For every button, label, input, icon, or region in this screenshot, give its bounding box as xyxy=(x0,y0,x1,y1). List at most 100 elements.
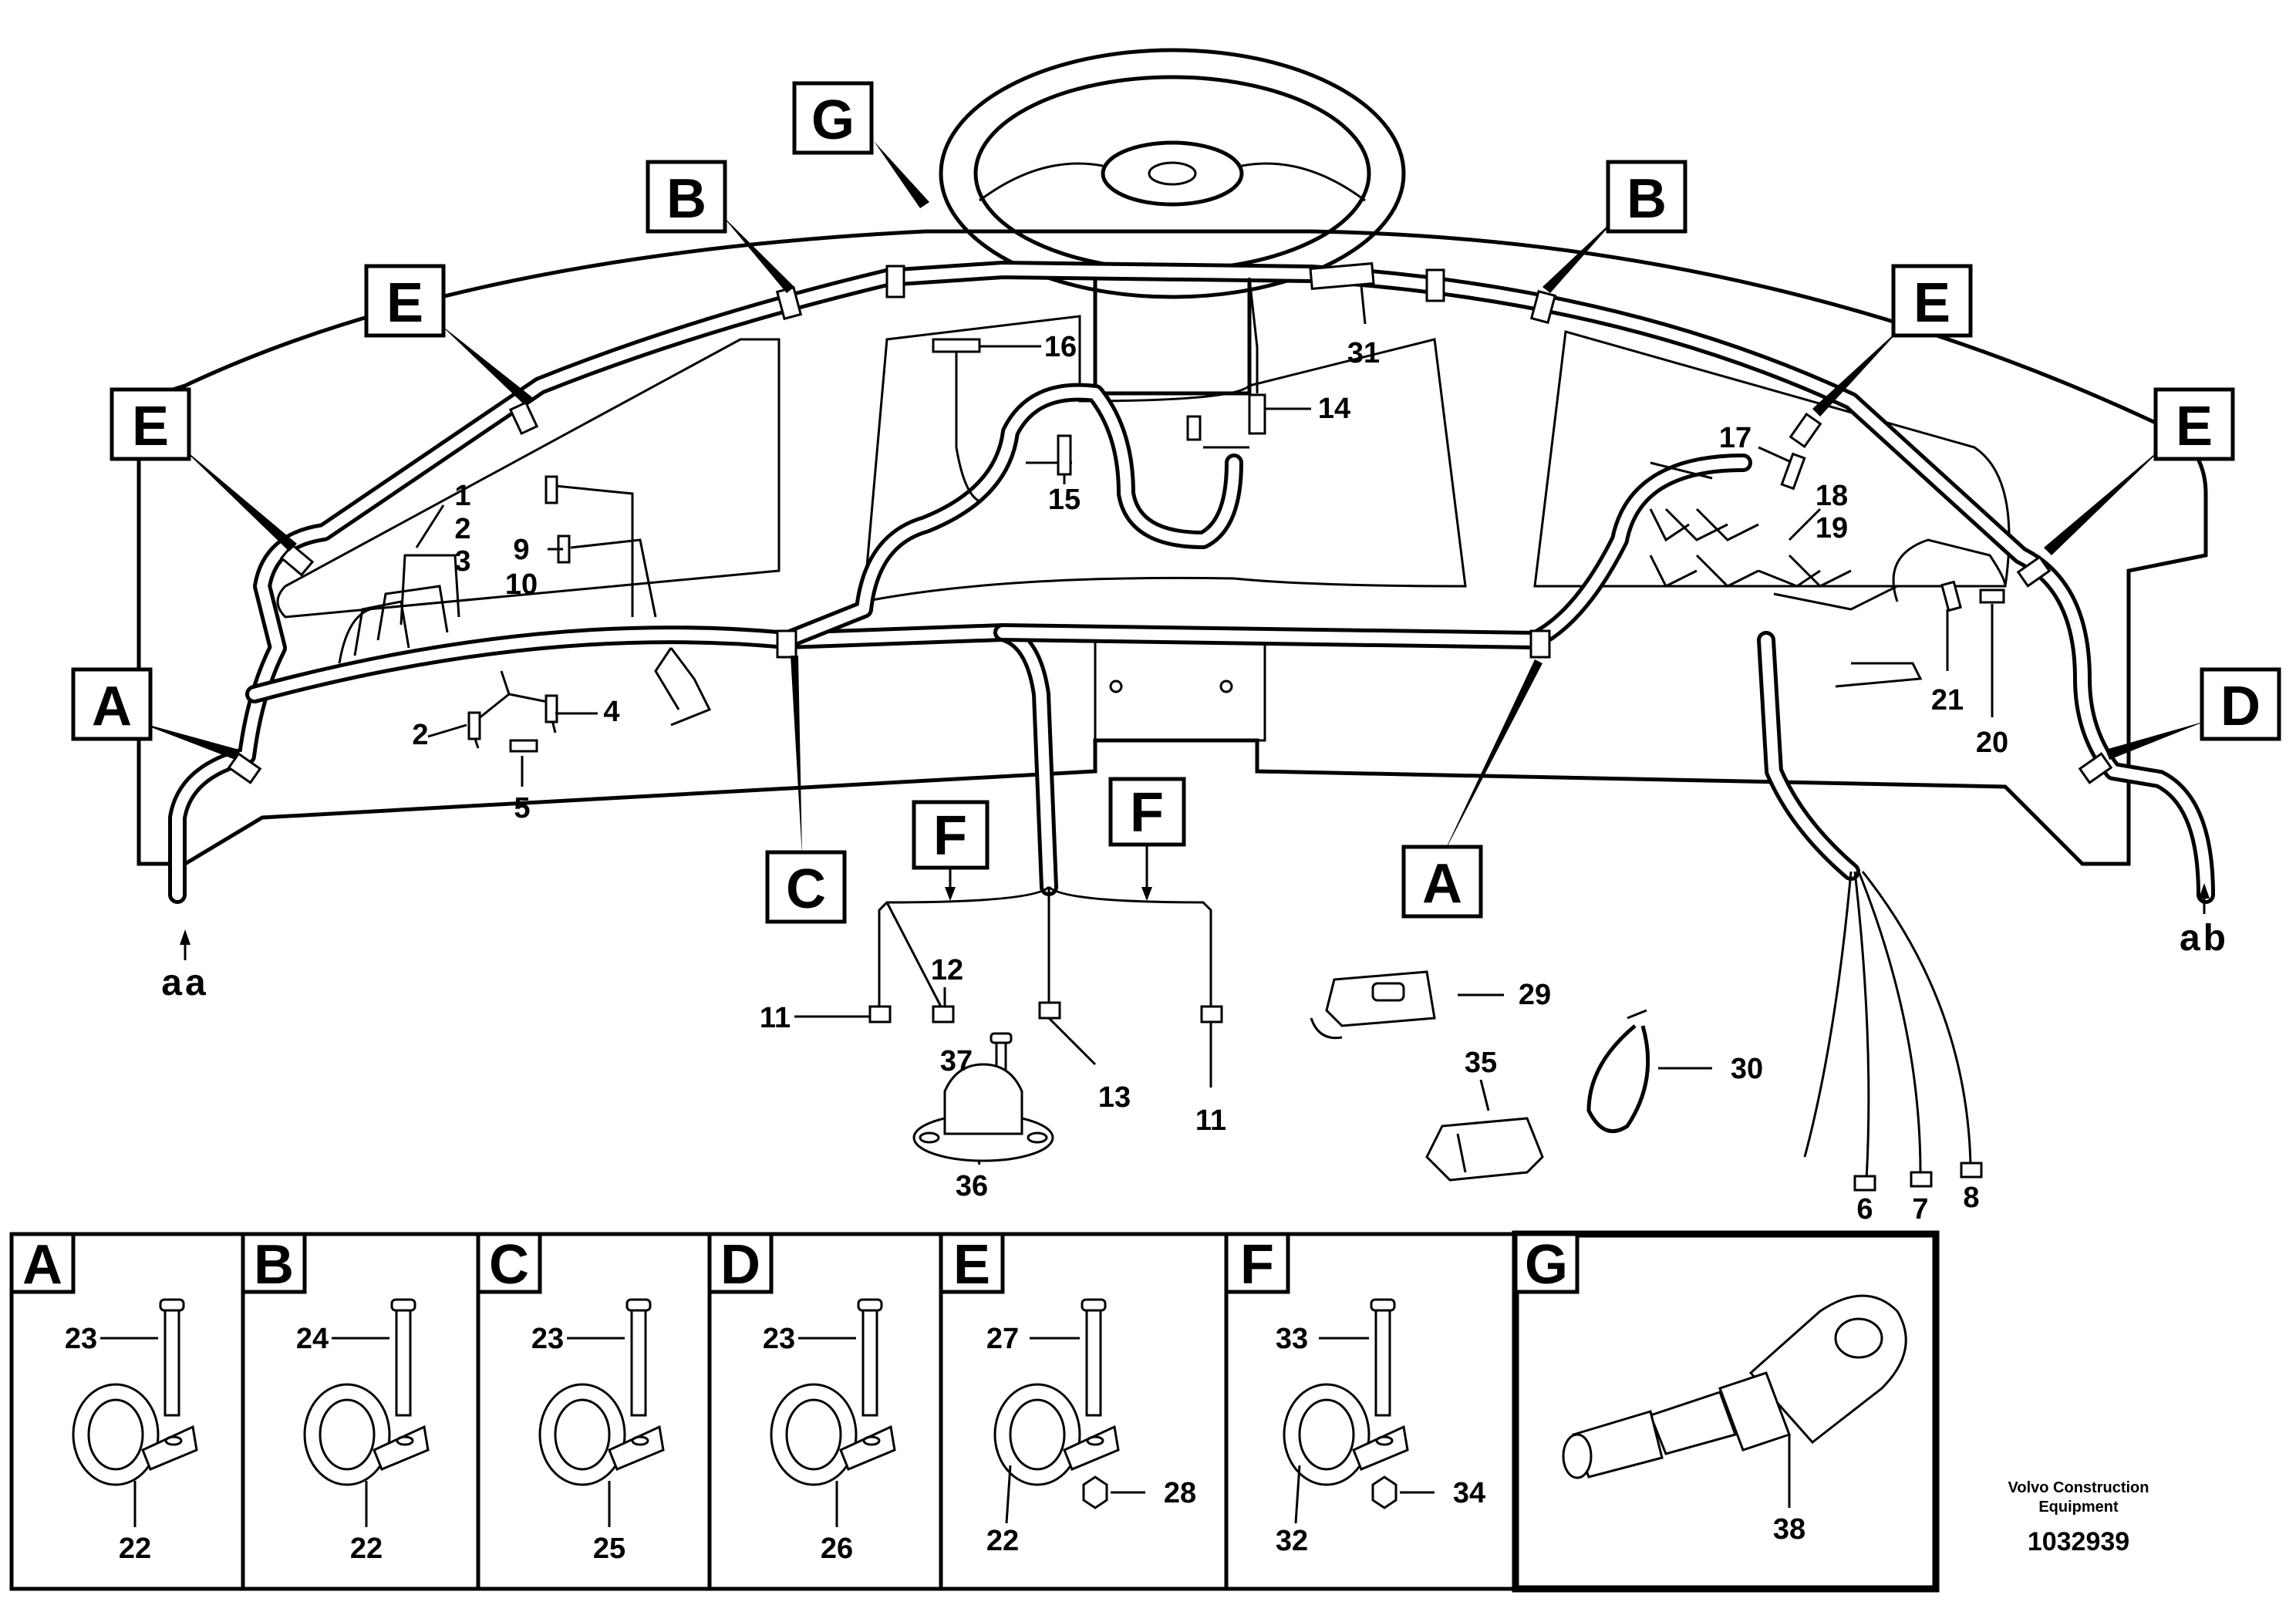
svg-text:28: 28 xyxy=(1164,1477,1196,1509)
connector-12-icon xyxy=(932,1005,955,1023)
letter-callouts: G B B E E E E A xyxy=(71,81,2281,924)
svg-text:C: C xyxy=(786,858,826,920)
grommet-base-36-icon xyxy=(912,1063,1054,1162)
detail-panel-d: D 23 26 xyxy=(707,1232,943,1591)
ring-terminal-sensor-icon xyxy=(1562,1294,1907,1479)
svg-text:G: G xyxy=(1525,1234,1568,1296)
svg-text:26: 26 xyxy=(821,1533,853,1565)
harness-end-wires xyxy=(1803,871,1983,1192)
svg-text:B: B xyxy=(1627,168,1667,230)
callout-e-left: E xyxy=(110,387,191,461)
left-connector-cluster xyxy=(338,475,712,753)
part-label-5: 5 xyxy=(514,792,530,824)
callout-b-right: B xyxy=(1606,160,1687,234)
leader-lines xyxy=(415,285,1994,1165)
part-label-9: 9 xyxy=(513,534,529,566)
callout-e-right: E xyxy=(2153,387,2235,461)
svg-text:E: E xyxy=(132,396,169,457)
callout-e-right-top: E xyxy=(1891,264,1973,338)
part-label-12: 12 xyxy=(931,954,963,986)
part-label-15: 15 xyxy=(1048,484,1081,516)
connector-11-left-icon xyxy=(868,1005,892,1023)
part-label-6: 6 xyxy=(1856,1193,1873,1226)
loose-parts xyxy=(912,970,1650,1182)
detail-panel-e: E 27 22 28 xyxy=(939,1232,1229,1591)
part-label-1: 1 xyxy=(454,480,470,512)
clip-35-icon xyxy=(1425,1117,1544,1182)
callout-pointers xyxy=(135,141,2206,856)
svg-text:E: E xyxy=(2176,396,2213,457)
brand-line-2: Equipment xyxy=(2038,1499,2119,1516)
part-label-14: 14 xyxy=(1318,393,1350,425)
part-label-11-left: 11 xyxy=(760,1002,791,1034)
svg-text:D: D xyxy=(2220,676,2261,737)
svg-text:F: F xyxy=(1240,1234,1274,1296)
svg-text:23: 23 xyxy=(65,1323,97,1355)
svg-text:E: E xyxy=(386,272,423,334)
right-connector-cluster xyxy=(1649,452,2007,688)
detail-panel-b: B 24 22 xyxy=(241,1232,480,1591)
part-label-21: 21 xyxy=(1931,684,1964,717)
clamp-screw-icon xyxy=(770,1298,896,1486)
callout-g-top: G xyxy=(792,81,874,155)
callout-f-left: F xyxy=(912,800,990,901)
svg-text:23: 23 xyxy=(531,1323,564,1355)
clamp-screw-icon xyxy=(303,1298,430,1486)
callout-c-mid: C xyxy=(765,850,847,924)
callout-a-left: A xyxy=(71,667,153,741)
connector-6-icon xyxy=(1853,1175,1876,1192)
callout-e-left-top: E xyxy=(364,264,446,338)
detail-panel-g: G 38 xyxy=(1512,1230,1940,1593)
part-label-37: 37 xyxy=(940,1045,973,1077)
clamp-screw-nut-icon xyxy=(1283,1298,1409,1509)
part-label-31: 31 xyxy=(1347,337,1380,369)
part-label-2a: 2 xyxy=(454,513,470,545)
part-label-19: 19 xyxy=(1816,512,1848,545)
cable-tie-30-icon xyxy=(1586,1009,1650,1134)
footer: Volvo Construction Equipment 1032939 xyxy=(2008,1479,2149,1556)
svg-text:24: 24 xyxy=(296,1323,329,1355)
svg-text:32: 32 xyxy=(1276,1525,1308,1557)
svg-text:G: G xyxy=(811,89,855,151)
svg-text:22: 22 xyxy=(986,1525,1019,1557)
part-label-35: 35 xyxy=(1465,1047,1497,1079)
steering-wheel xyxy=(939,48,1406,396)
part-number-labels: 1 2 3 9 10 2 4 5 16 15 14 31 17 18 19 21… xyxy=(412,331,2008,1226)
svg-text:F: F xyxy=(933,805,967,867)
svg-text:27: 27 xyxy=(986,1323,1019,1355)
center-connectors xyxy=(932,277,1266,503)
clamp-screw-nut-icon xyxy=(993,1298,1120,1509)
harness-end-aa: aa xyxy=(161,963,208,1003)
detail-panels: A 23 22 B xyxy=(9,1230,1940,1593)
svg-text:E: E xyxy=(1913,272,1950,334)
svg-text:B: B xyxy=(666,168,706,230)
svg-text:B: B xyxy=(254,1234,294,1296)
part-label-3: 3 xyxy=(454,545,470,578)
svg-text:D: D xyxy=(720,1234,760,1296)
harness-end-labels: aa ab xyxy=(161,883,2226,1003)
main-harness xyxy=(168,261,2215,904)
svg-text:F: F xyxy=(1130,782,1164,844)
svg-text:A: A xyxy=(92,676,132,737)
part-label-10: 10 xyxy=(505,568,538,601)
svg-text:38: 38 xyxy=(1773,1513,1805,1546)
part-label-18: 18 xyxy=(1816,480,1848,512)
document-number: 1032939 xyxy=(2028,1527,2129,1556)
part-label-36: 36 xyxy=(956,1170,988,1202)
svg-text:C: C xyxy=(489,1234,529,1296)
f-branch-wires xyxy=(868,885,1223,1023)
svg-text:23: 23 xyxy=(763,1323,795,1355)
part-label-2b: 2 xyxy=(412,719,428,751)
part-label-16: 16 xyxy=(1044,331,1077,363)
brand-line-1: Volvo Construction xyxy=(2008,1479,2149,1496)
part-label-13: 13 xyxy=(1098,1081,1131,1114)
part-label-30: 30 xyxy=(1731,1053,1763,1085)
callout-a-right: A xyxy=(1401,845,1483,919)
clip-29-icon xyxy=(1310,970,1436,1040)
svg-text:E: E xyxy=(953,1234,990,1296)
detail-panel-f: F 33 32 34 xyxy=(1224,1232,1518,1591)
detail-panel-c: C 23 25 xyxy=(476,1232,712,1591)
clamp-screw-icon xyxy=(72,1298,198,1486)
svg-text:A: A xyxy=(22,1234,62,1296)
